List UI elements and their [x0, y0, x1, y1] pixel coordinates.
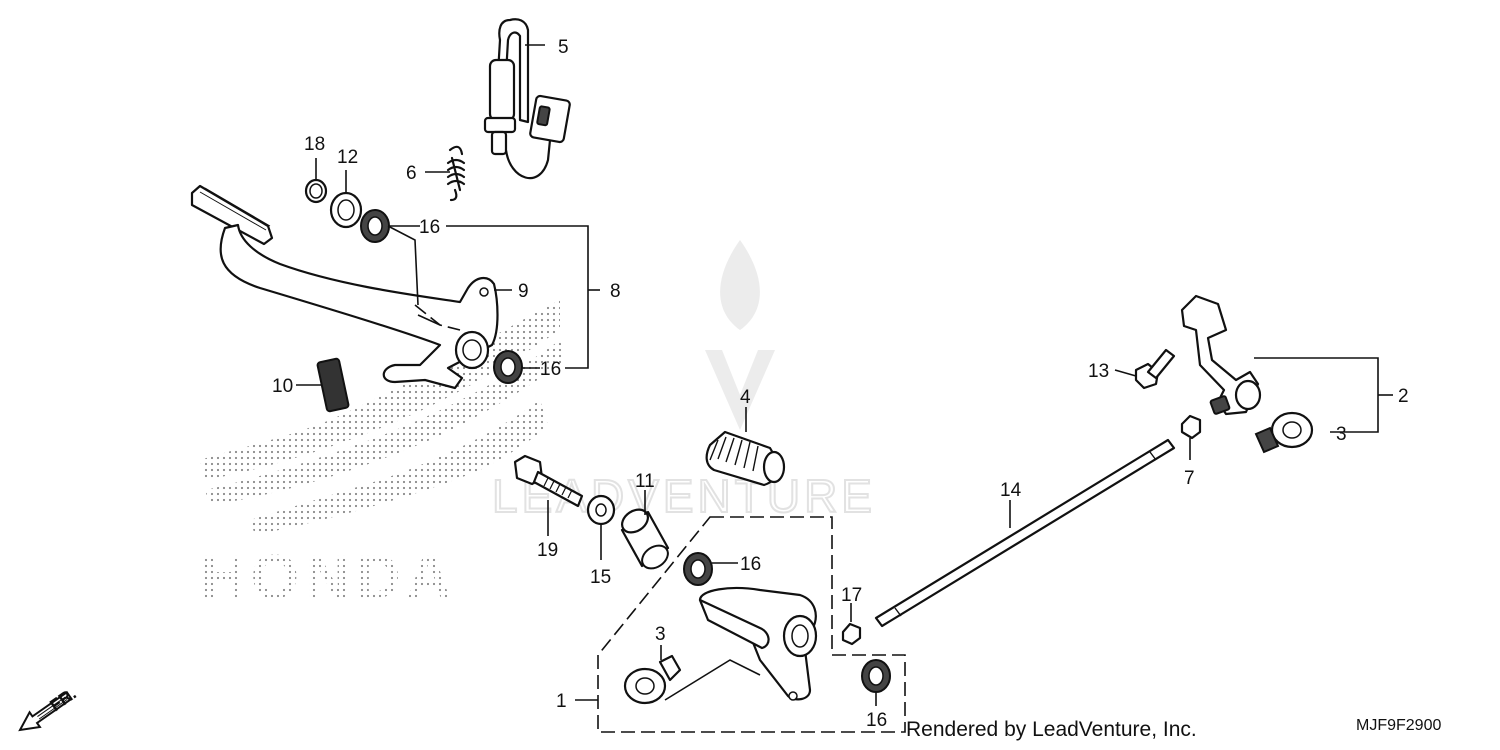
callout-9: 9 [518, 281, 529, 302]
part-18-circlip [304, 178, 328, 204]
callout-11: 11 [635, 471, 655, 492]
part-1-shift-arm [698, 586, 818, 701]
callout-18: 18 [304, 134, 325, 155]
diagram-code: MJF9F2900 [1356, 717, 1442, 734]
part-12-washer [329, 191, 363, 229]
callout-16-middle: 16 [740, 554, 761, 575]
callout-15: 15 [590, 567, 611, 588]
callout-6: 6 [406, 163, 417, 184]
part-4-rubber-boot [705, 430, 786, 487]
leader-lines [296, 44, 1393, 706]
callout-labels: 5 6 18 12 16 9 8 16 10 4 11 19 15 16 17 … [272, 37, 1409, 731]
assembly-dash-outline [414, 304, 906, 733]
callout-3-upper: 3 [1336, 424, 1347, 445]
part-13-bolt [1134, 348, 1176, 390]
part-9-brake-pedal [190, 184, 499, 390]
part-10-spring [316, 357, 350, 413]
part-19-bolt [513, 454, 584, 508]
honda-logo-text: HONDA [200, 543, 457, 612]
callout-12: 12 [337, 147, 358, 168]
part-3-rod-end-lower [623, 654, 682, 705]
part-15-washer [586, 494, 616, 526]
honda-wing-logo: HONDA [200, 300, 565, 612]
part-5-switch [483, 18, 571, 180]
part-16-seal-pedal [493, 350, 523, 384]
callout-16-pedal: 16 [540, 359, 561, 380]
callout-5: 5 [558, 37, 569, 58]
callout-10: 10 [272, 376, 293, 397]
callout-13: 13 [1088, 361, 1109, 382]
part-16-seal-bottom [861, 659, 891, 693]
callout-7: 7 [1184, 468, 1195, 489]
callout-3-lower: 3 [655, 624, 666, 645]
callout-16-top: 16 [419, 217, 440, 238]
watermark-text: LEADVENTURE [492, 470, 876, 522]
part-2-gearshift-arm [1180, 294, 1262, 416]
part-7-nut [1180, 414, 1202, 440]
callout-19: 19 [537, 540, 558, 561]
leadventure-watermark: LEADVENTURE [491, 240, 876, 523]
part-3-rod-end-upper [1254, 411, 1314, 454]
callout-8: 8 [610, 281, 621, 302]
callout-2: 2 [1398, 386, 1409, 407]
part-16-seal-top [360, 209, 390, 243]
front-arrow [18, 690, 73, 732]
part-17-nut [841, 622, 862, 646]
part-14-shift-rod [874, 438, 1176, 628]
callout-17: 17 [841, 585, 862, 606]
footer-credit: Rendered by LeadVenture, Inc. [906, 718, 1197, 741]
callout-4: 4 [740, 387, 751, 408]
part-16-seal-middle [683, 552, 713, 586]
callout-14: 14 [1000, 480, 1022, 501]
part-6-spring [446, 145, 466, 202]
callout-1: 1 [556, 691, 567, 712]
part-11-collar [620, 508, 670, 570]
callout-16-bottom: 16 [866, 710, 887, 731]
